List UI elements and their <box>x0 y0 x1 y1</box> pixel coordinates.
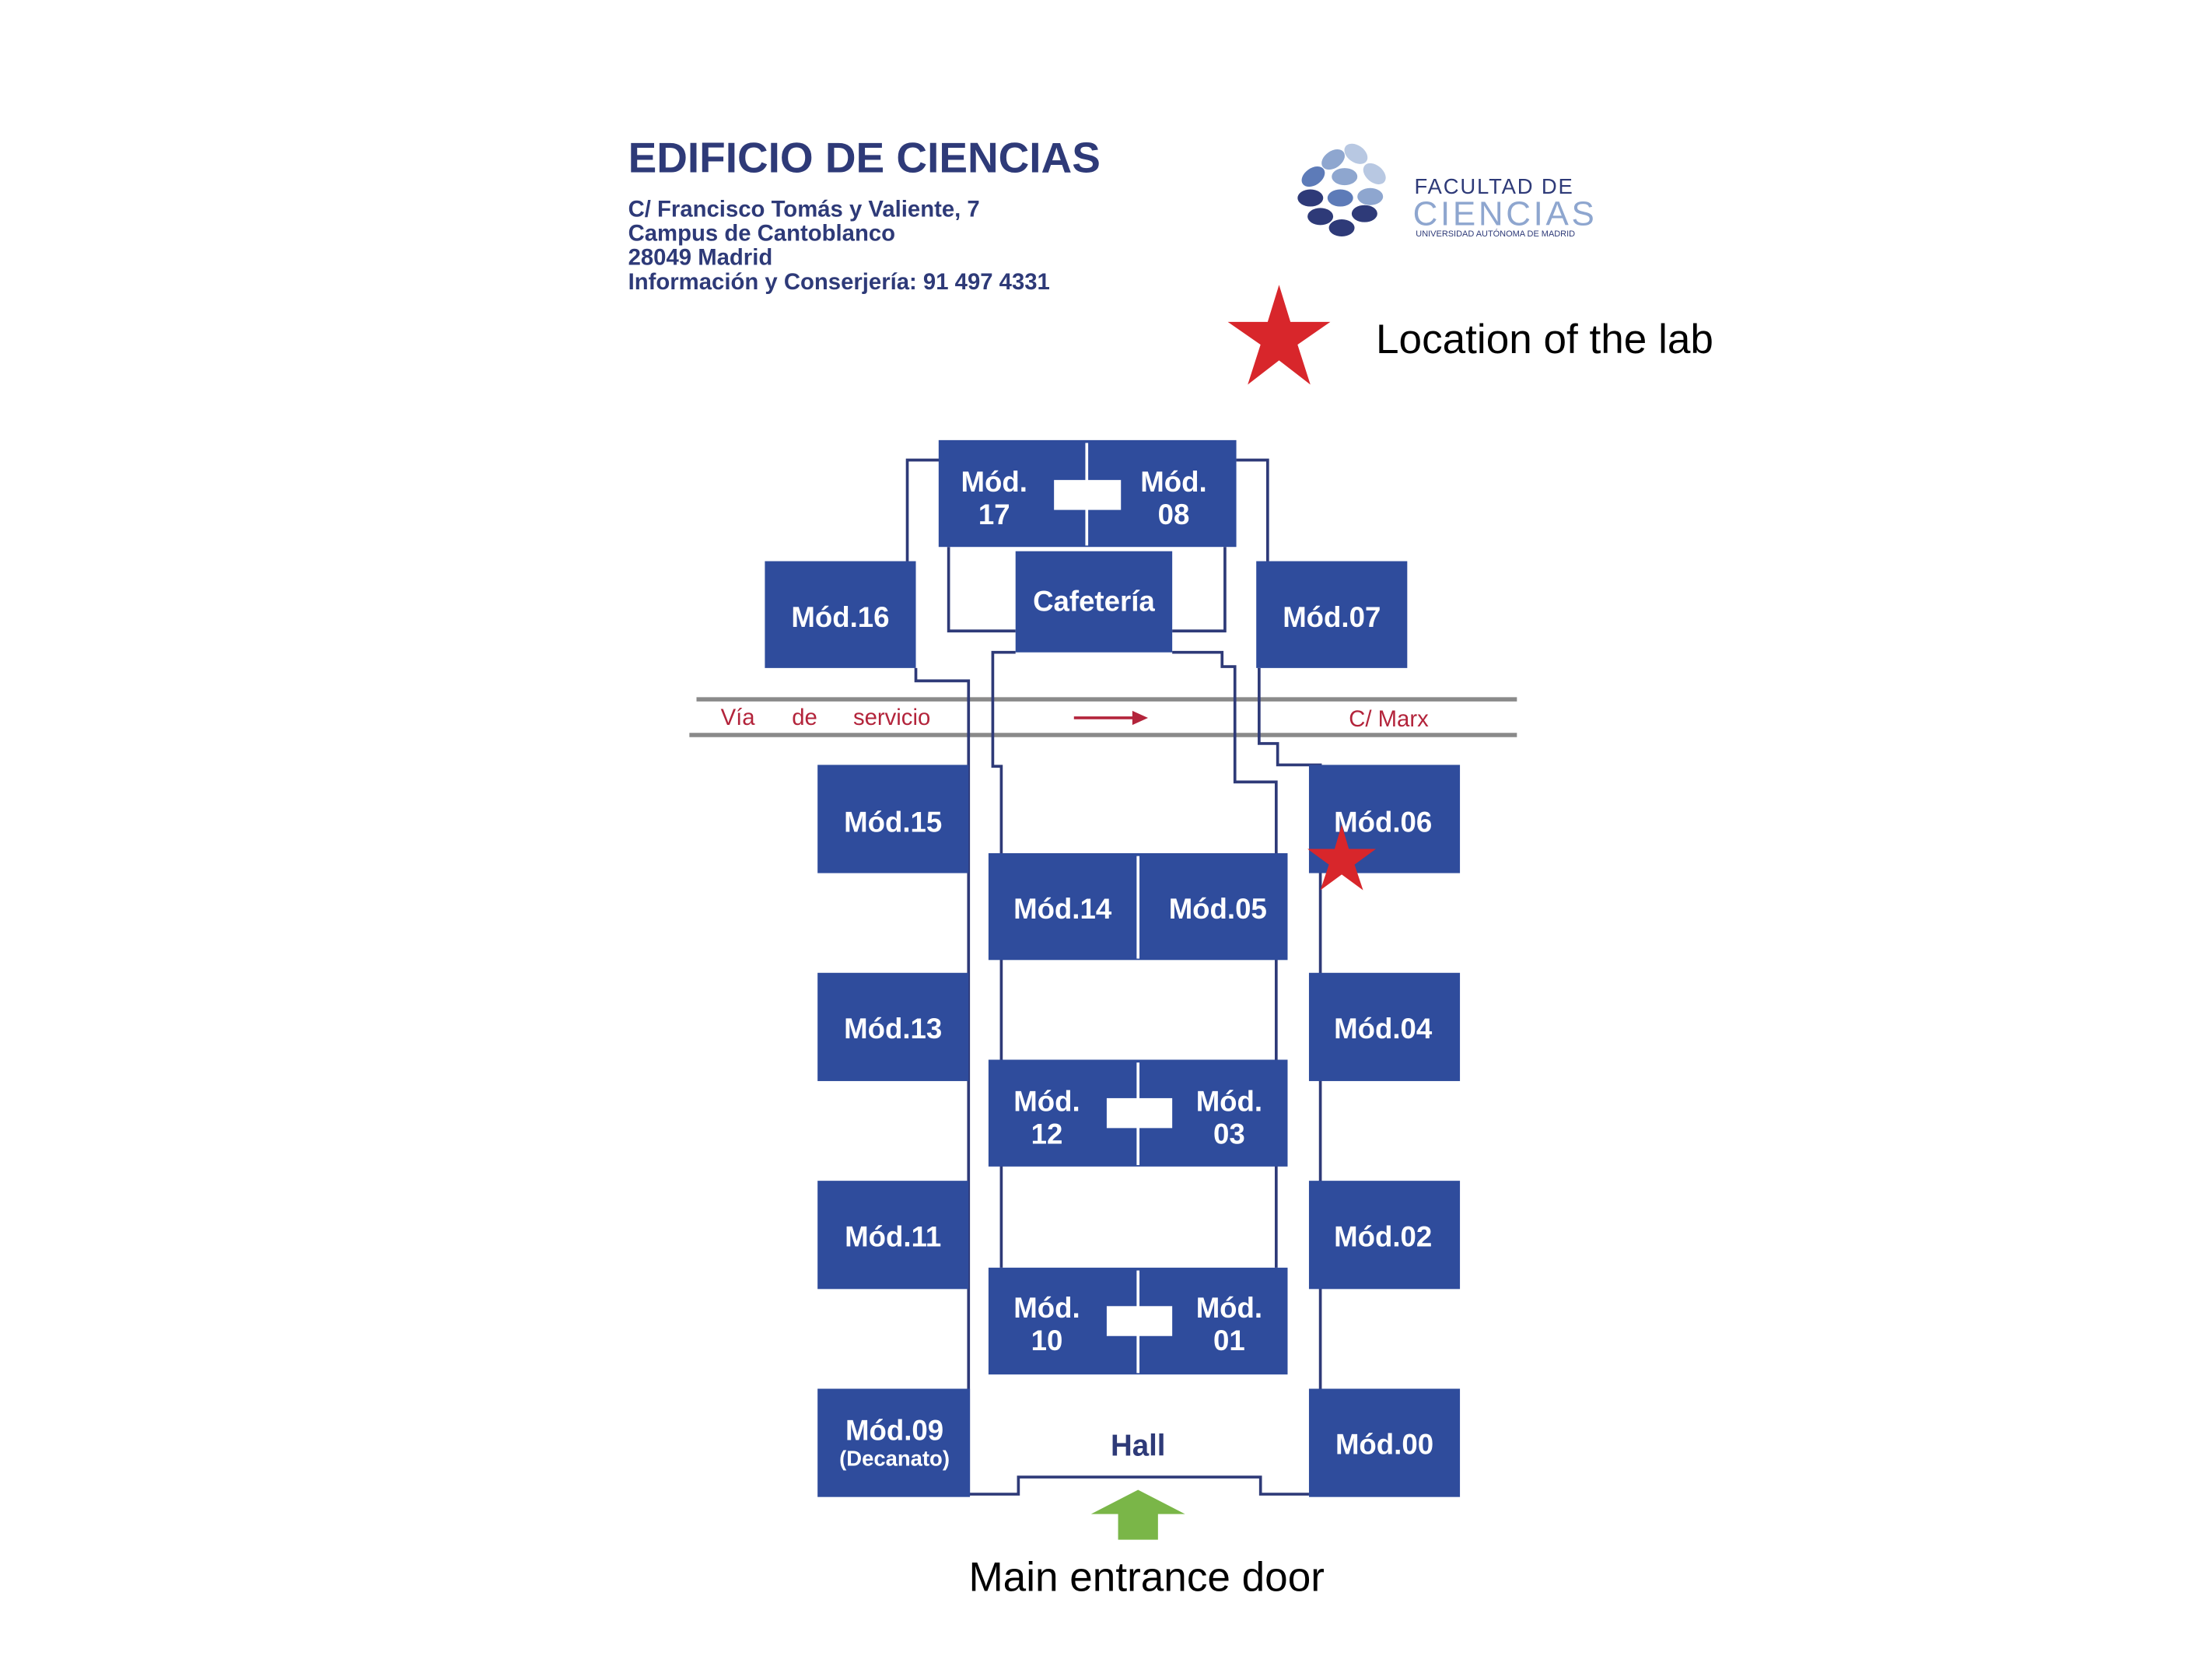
direction-arrow-icon <box>1073 710 1149 726</box>
legend-star-label: Location of the lab <box>1376 317 1713 362</box>
cafeteria: Cafetería <box>1015 551 1173 653</box>
module-05-label: Mód.05 <box>1169 893 1267 925</box>
module-01-number: 01 <box>1213 1325 1245 1356</box>
entrance-arrow-icon <box>1090 1489 1185 1540</box>
hall-label: Hall <box>1111 1430 1166 1463</box>
module-17-label: Mód. <box>961 466 1027 498</box>
module-00-label: Mód.00 <box>1335 1429 1433 1461</box>
road-label-word: de <box>792 705 817 730</box>
faculty-logo: FACULTAD DE CIENCIAS UNIVERSIDAD AUTÓNOM… <box>1297 143 1598 239</box>
module-06-label: Mód.06 <box>1334 806 1432 838</box>
entrance-label: Main entrance door <box>968 1555 1324 1601</box>
corridors <box>905 458 1322 1496</box>
logo-line-1: FACULTAD DE <box>1414 174 1573 198</box>
module-15: Mód.15 <box>817 765 969 873</box>
module-13-label: Mód.13 <box>844 1013 942 1045</box>
module-04: Mód.04 <box>1308 972 1461 1081</box>
logo-line-2: CIENCIAS <box>1413 194 1598 233</box>
address-line: Campus de Cantoblanco <box>628 220 895 246</box>
module-09: Mód.09 (Decanato) <box>817 1388 971 1497</box>
module-10-01: Mód. 10 Mód. 01 <box>988 1267 1288 1375</box>
page-title: EDIFICIO DE CIENCIAS <box>628 134 1101 182</box>
module-17-08: Mód. 17 Mód. 08 <box>938 439 1237 548</box>
module-16: Mód.16 <box>765 561 916 668</box>
module-02-label: Mód.02 <box>1334 1220 1432 1252</box>
module-03-number: 03 <box>1213 1118 1245 1150</box>
module-03-label: Mód. <box>1196 1085 1262 1117</box>
module-17-number: 17 <box>978 499 1010 530</box>
module-07-label: Mód.07 <box>1283 601 1381 633</box>
module-15-label: Mód.15 <box>844 806 942 838</box>
module-10-label: Mód. <box>1013 1292 1080 1324</box>
module-08-number: 08 <box>1158 499 1190 530</box>
service-road: Vía de servicio C/ Marx <box>689 697 1517 737</box>
module-16-label: Mód.16 <box>791 601 889 633</box>
module-02: Mód.02 <box>1308 1181 1461 1290</box>
street-label: C/ Marx <box>1349 706 1429 732</box>
module-10-number: 10 <box>1031 1325 1063 1356</box>
module-13: Mód.13 <box>817 972 969 1081</box>
module-12-label: Mód. <box>1013 1085 1080 1117</box>
module-14-05: Mód.14 Mód.05 <box>988 852 1288 961</box>
module-00: Mód.00 <box>1308 1388 1461 1497</box>
address-line: C/ Francisco Tomás y Valiente, 7 <box>628 196 980 222</box>
legend: Location of the lab <box>1227 285 1713 385</box>
module-08-label: Mód. <box>1140 466 1206 498</box>
address-line: 28049 Madrid <box>628 245 773 271</box>
entrance: Main entrance door <box>968 1489 1325 1601</box>
logo-line-3: UNIVERSIDAD AUTÓNOMA DE MADRID <box>1416 229 1575 239</box>
phone-line: Información y Conserjería: 91 497 4331 <box>628 269 1050 295</box>
module-12-number: 12 <box>1031 1118 1063 1150</box>
module-07: Mód.07 <box>1256 561 1408 668</box>
module-11-label: Mód.11 <box>845 1220 941 1252</box>
module-11: Mód.11 <box>817 1181 969 1290</box>
road-label-word: Vía <box>721 705 756 730</box>
module-09-sublabel: (Decanato) <box>839 1446 950 1470</box>
logo-emblem-icon <box>1297 143 1386 236</box>
module-12-03: Mód. 12 Mód. 03 <box>988 1059 1288 1167</box>
module-04-label: Mód.04 <box>1334 1013 1433 1045</box>
module-09-label: Mód.09 <box>845 1414 943 1446</box>
header: EDIFICIO DE CIENCIAS C/ Francisco Tomás … <box>628 134 1101 295</box>
cafeteria-label: Cafetería <box>1033 586 1155 618</box>
lab-location-star-icon <box>1307 824 1377 891</box>
module-01-label: Mód. <box>1196 1292 1262 1324</box>
star-icon <box>1227 285 1331 385</box>
module-14-label: Mód.14 <box>1013 893 1112 925</box>
road-label-word: servicio <box>853 705 930 730</box>
